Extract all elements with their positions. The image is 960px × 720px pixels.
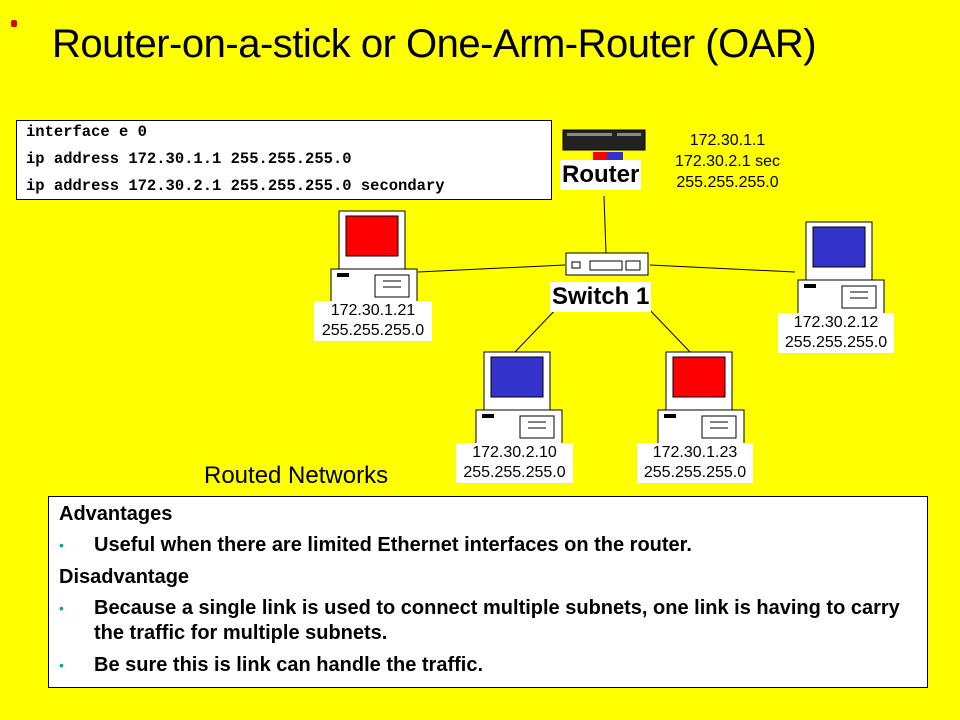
router-label: Router [560,160,642,190]
host-mask: 255.255.255.0 [463,464,566,481]
switch-label: Switch 1 [550,282,652,312]
host-label-2: 172.30.2.12 255.255.255.0 [778,313,894,353]
config-line: interface e 0 [26,123,147,141]
link-switch-host-1 [417,264,566,273]
host-ip: 172.30.1.21 [330,302,416,319]
config-line: ip address 172.30.2.1 255.255.255.0 seco… [26,177,445,195]
host-mask: 255.255.255.0 [643,464,747,481]
switch-icon [565,252,649,276]
bullet-marker [11,20,17,27]
host-computer-2 [797,221,885,316]
link-router-switch [603,195,607,254]
host-ip: 172.30.2.10 [472,444,557,461]
link-switch-host-4 [644,304,691,353]
router-config-box: interface e 0 ip address 172.30.1.1 255.… [16,120,552,200]
host-mask: 255.255.255.0 [321,322,425,339]
disadvantage-item: Be sure this is link can handle the traf… [94,654,483,676]
host-computer-1 [330,210,418,305]
disadvantage-item: Because a single link is used to connect… [94,597,900,644]
advantage-item: Useful when there are limited Ethernet i… [94,534,692,556]
host-mask: 255.255.255.0 [784,334,888,351]
bullet-icon: • [59,657,64,673]
link-switch-host-3 [514,304,561,353]
summary-panel: Advantages • Useful when there are limit… [48,496,928,688]
router-mask: 255.255.255.0 [676,174,779,191]
bullet-icon: • [59,600,64,616]
router-addresses: 172.30.1.1 172.30.2.1 sec 255.255.255.0 [660,130,795,193]
advantages-heading: Advantages [59,503,173,525]
disadvantage-heading: Disadvantage [59,566,190,588]
bullet-icon: • [59,537,64,553]
config-line: ip address 172.30.1.1 255.255.255.0 [26,150,352,168]
host-label-3: 172.30.2.10 255.255.255.0 [456,443,573,483]
router-address: 172.30.2.1 sec [675,153,780,170]
link-switch-host-2 [649,264,796,273]
host-computer-4 [657,351,745,446]
host-ip: 172.30.1.23 [652,444,738,461]
host-ip: 172.30.2.12 [793,314,879,331]
host-computer-3 [475,351,563,446]
host-label-4: 172.30.1.23 255.255.255.0 [637,443,753,483]
network-links [417,195,796,353]
host-label-1: 172.30.1.21 255.255.255.0 [314,301,432,341]
router-address: 172.30.1.1 [689,132,766,149]
routed-networks-label: Routed Networks [204,462,389,489]
slide-title: Router-on-a-stick or One-Arm-Router (OAR… [52,22,817,66]
